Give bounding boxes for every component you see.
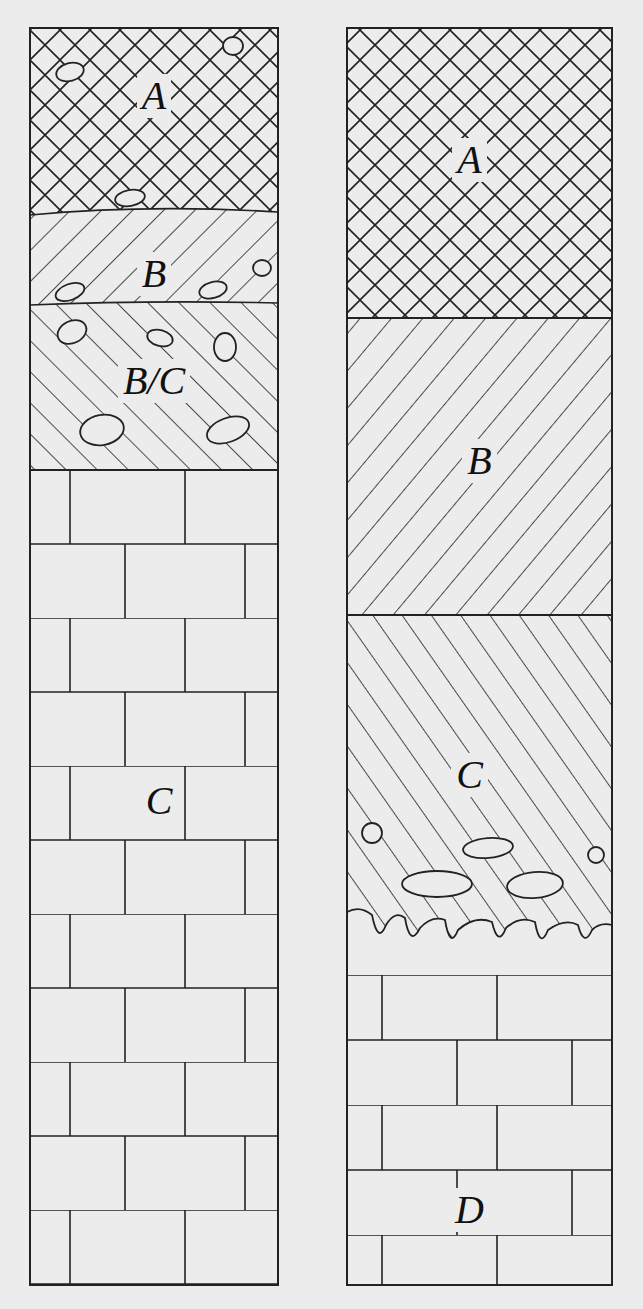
horizon-label: D <box>450 1188 489 1232</box>
horizon-label: A <box>452 138 486 182</box>
soil-horizon: B <box>30 213 278 305</box>
soil-horizon: D <box>347 915 612 1285</box>
soil-horizon: B <box>347 318 612 615</box>
soil-horizon: A <box>347 28 612 318</box>
soil-horizon: A <box>30 28 278 213</box>
right-profile <box>347 28 612 1285</box>
soil-horizon: C <box>347 615 612 915</box>
horizon-label: B <box>462 439 496 483</box>
horizon-label: C <box>451 753 488 797</box>
horizon-label: B/C <box>118 359 190 403</box>
soil-horizon: B/C <box>30 305 278 470</box>
left-profile <box>30 28 278 1285</box>
horizon-label: A <box>137 74 171 118</box>
horizon-label: C <box>141 779 178 823</box>
horizon-label: B <box>137 252 171 296</box>
soil-horizon: C <box>30 470 278 1285</box>
